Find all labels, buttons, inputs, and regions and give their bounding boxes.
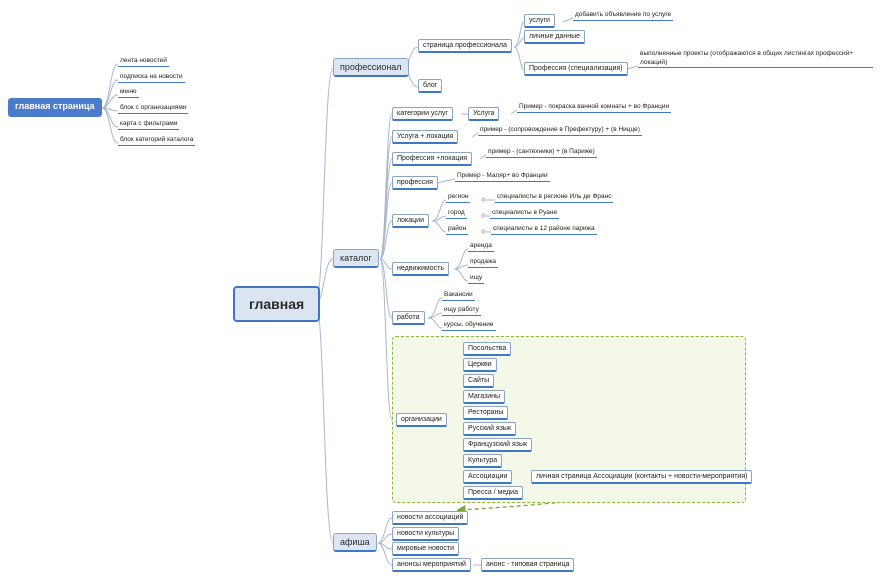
afisha-item[interactable]: новости культуры — [392, 527, 460, 541]
afisha-item[interactable]: мировые новости — [392, 542, 460, 556]
service-location-example[interactable]: пример - (сопровождение в Префектуру) + … — [478, 125, 642, 136]
work-item[interactable]: ищу работу — [442, 305, 481, 316]
catalog-node[interactable]: каталог — [333, 249, 379, 268]
professional-page-node[interactable]: страница профессионала — [418, 39, 512, 53]
org-item[interactable]: Французский язык — [463, 438, 533, 452]
realty-node[interactable]: недвижимость — [392, 262, 449, 276]
connector-dot — [481, 213, 486, 218]
afisha-item[interactable]: новости ассоциаций — [392, 511, 469, 525]
org-item[interactable]: Культура — [463, 454, 503, 468]
location-example[interactable]: специалисты в Руане — [490, 208, 560, 219]
profession-location-node[interactable]: Профессия +локация — [392, 152, 473, 166]
home-page-node[interactable]: главная страница — [8, 98, 102, 117]
profession-location-example[interactable]: пример - (сантехники) + (в Париже) — [486, 147, 597, 158]
profession-node[interactable]: профессия — [392, 176, 438, 190]
location-example[interactable]: специалисты в регионе Иль де Франс — [495, 192, 614, 203]
home-item[interactable]: блок категорий каталога — [118, 135, 196, 146]
connector-dot — [481, 229, 486, 234]
realty-item[interactable]: продажа — [468, 257, 498, 268]
org-item[interactable]: Посольства — [463, 342, 512, 356]
projects-note[interactable]: выполненные проекты (отображаются в общи… — [638, 49, 873, 68]
location-kind[interactable]: район — [446, 224, 469, 235]
locations-node[interactable]: локации — [392, 214, 429, 228]
personal-data-node[interactable]: личные данные — [524, 30, 586, 44]
work-item[interactable]: Вакансии — [442, 290, 475, 301]
org-item[interactable]: Рестораны — [463, 406, 509, 420]
org-item[interactable]: Сайты — [463, 374, 495, 388]
work-item[interactable]: курсы. обучение — [442, 320, 496, 331]
afisha-node[interactable]: афиша — [333, 533, 377, 552]
home-item[interactable]: лента новостей — [118, 56, 169, 67]
service-example[interactable]: Пример - покраска ванной комнаты + во Фр… — [517, 102, 672, 113]
location-example[interactable]: специалисты в 12 районе парижа — [491, 224, 597, 235]
professional-node[interactable]: профессионал — [333, 58, 409, 77]
home-item[interactable]: блок с организациями — [118, 103, 189, 114]
organizations-node[interactable]: организации — [396, 413, 447, 427]
service-node[interactable]: Услуга — [468, 107, 500, 121]
realty-item[interactable]: ищу — [468, 273, 485, 284]
connector-dot — [481, 197, 486, 202]
association-page-node[interactable]: личная страница Ассоциации (контакты + н… — [531, 470, 753, 484]
afisha-item[interactable]: анонсы мероприятий — [392, 558, 471, 572]
service-location-node[interactable]: Услуга + локация — [392, 130, 459, 144]
home-item[interactable]: меню — [118, 87, 139, 98]
org-item[interactable]: Русский язык — [463, 422, 517, 436]
service-categories-node[interactable]: категории услуг — [392, 107, 453, 121]
home-item[interactable]: подписка на новости — [118, 72, 185, 83]
org-item[interactable]: Церкви — [463, 358, 497, 372]
profession-example[interactable]: Пример - Маляр+ во Франции — [455, 171, 550, 182]
org-item[interactable]: Магазины — [463, 390, 506, 404]
org-item-associations[interactable]: Ассоциации — [463, 470, 513, 484]
realty-item[interactable]: аренда — [468, 241, 494, 252]
root-node[interactable]: главная — [233, 286, 321, 322]
home-item[interactable]: карта с фильтрами — [118, 119, 180, 130]
add-ad-note[interactable]: добавить объявление по услуге — [573, 10, 674, 21]
work-node[interactable]: работа — [392, 311, 425, 325]
profession-spec-node[interactable]: Профессия (специализация) — [524, 62, 628, 76]
services-node[interactable]: услуги — [524, 14, 555, 28]
location-kind[interactable]: город — [446, 208, 467, 219]
blog-node[interactable]: блог — [418, 79, 443, 93]
location-kind[interactable]: регион — [446, 192, 471, 203]
announce-page-node[interactable]: анонс - типовая страница — [481, 558, 575, 572]
org-item[interactable]: Пресса / медиа — [463, 486, 523, 500]
